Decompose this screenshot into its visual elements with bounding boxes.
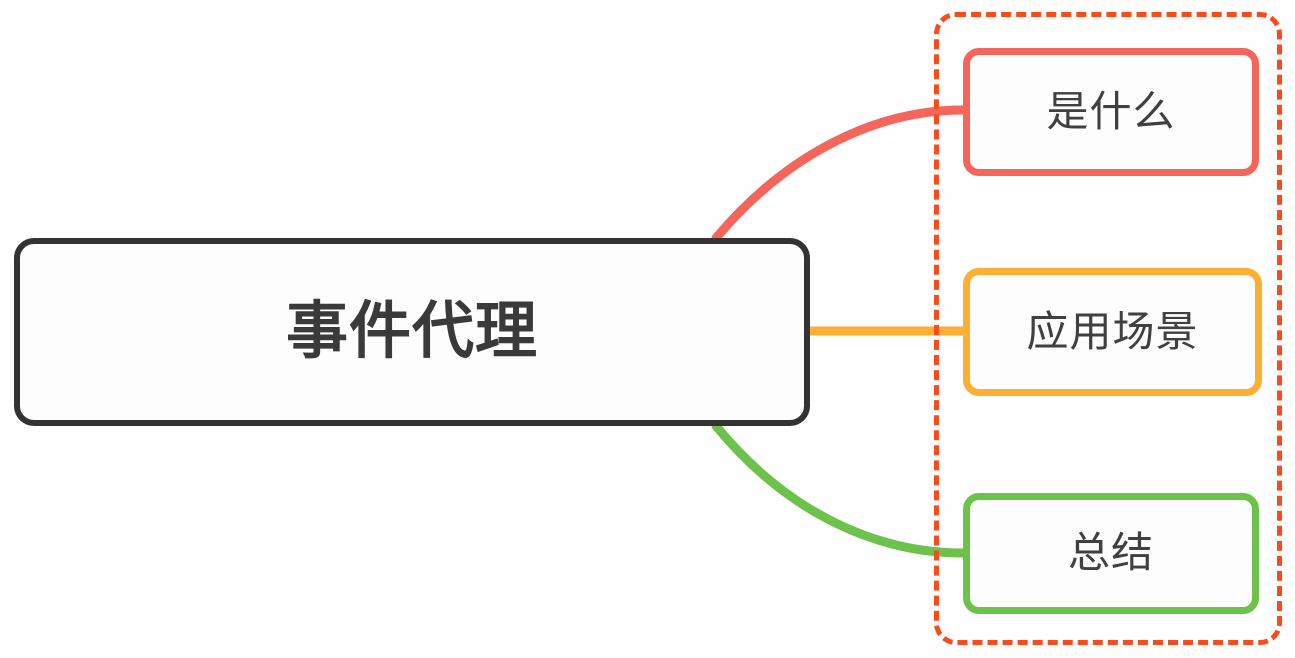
mindmap-root-node[interactable]: 事件代理 <box>14 238 810 426</box>
child-node-2-label: 总结 <box>1067 529 1154 577</box>
selection-highlight-box <box>934 12 1282 645</box>
mindmap-child-node-summary[interactable]: 总结 <box>963 493 1259 614</box>
child-node-1-label: 应用场景 <box>1026 307 1199 355</box>
root-node-label: 事件代理 <box>285 296 538 366</box>
child-node-0-label: 是什么 <box>1046 87 1176 135</box>
connector-root-to-child-0 <box>711 105 968 243</box>
mindmap-child-node-use-cases[interactable]: 应用场景 <box>963 268 1262 396</box>
connector-root-to-child-2 <box>711 421 968 558</box>
mindmap-child-node-what-is-it[interactable]: 是什么 <box>963 48 1259 176</box>
